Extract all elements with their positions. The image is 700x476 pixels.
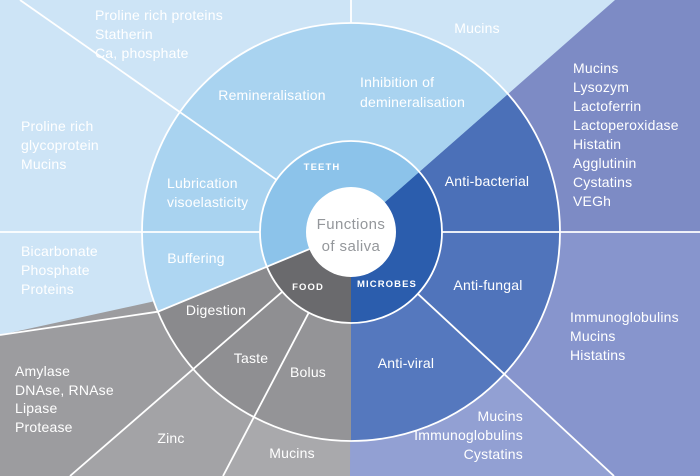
ring-segment-lubrication: [142, 112, 277, 232]
ring-segment-remineralisation-inhibition: [179, 23, 509, 180]
sector-microbes-inner: [351, 171, 443, 324]
list-antiviral-item: Mucins: [477, 408, 523, 424]
list-antibacterial-item: Histatin: [573, 136, 621, 152]
list-enzymes-item: Amylase: [15, 363, 70, 379]
sector-label-microbes: MICROBES: [357, 279, 417, 290]
ring-segment-digestion: [157, 266, 283, 370]
list-antiviral-item: Cystatins: [464, 446, 523, 462]
list-antiviral-item: Immunoglobulins: [414, 427, 523, 443]
ring-label-antibacterial: Anti-bacterial: [445, 173, 530, 189]
ring-label-inhibition-line1: Inhibition of: [360, 74, 434, 90]
list-teeth-left-item: Mucins: [21, 156, 67, 172]
list-enzymes-item: Lipase: [15, 400, 57, 416]
list-antibacterial-item: Lactoferrin: [573, 98, 641, 114]
list-enzymes-item: DNAse, RNAse: [15, 382, 114, 398]
list-enzymes-item: Protease: [15, 419, 73, 435]
ring-label-lubrication-line1: Lubrication: [167, 175, 238, 191]
list-teeth-lower-item: Bicarbonate: [21, 243, 98, 259]
list-teeth-top-item: Proline rich proteins: [95, 7, 223, 23]
list-antifungal-item: Immunoglobulins: [570, 309, 679, 325]
divider-remineralisation-lubrication: [19, 0, 278, 181]
list-antibacterial-item: Lysozym: [573, 79, 629, 95]
list-teeth-top-item: Ca, phosphate: [95, 45, 189, 61]
ring-label-antiviral: Anti-viral: [378, 355, 434, 371]
center-title-line2: of saliva: [322, 238, 381, 255]
ring-label-buffering: Buffering: [167, 250, 225, 266]
ring-segment-taste: [193, 291, 309, 418]
ring-label-antifungal: Anti-fungal: [453, 277, 522, 293]
ring-segment-buffering: [142, 232, 267, 312]
label-food-mucins: Mucins: [269, 445, 315, 461]
center-circle: [306, 187, 396, 277]
center-title-line1: Functions: [317, 216, 386, 233]
list-antibacterial-item: Cystatins: [573, 174, 632, 190]
list-teeth-left-item: glycoprotein: [21, 137, 99, 153]
ring-label-taste: Taste: [234, 350, 268, 366]
divider-digestion-taste: [69, 291, 283, 476]
list-teeth-left-item: Proline rich: [21, 118, 93, 134]
divider-antifungal-antiviral: [417, 293, 615, 476]
ring-label-inhibition-line2: demineralisation: [360, 94, 465, 110]
divider-taste-bolus: [222, 312, 310, 476]
ring-label-lubrication-line2: visoelasticity: [167, 194, 248, 210]
list-antibacterial-item: VEGh: [573, 193, 611, 209]
sector-label-teeth: TEETH: [304, 162, 341, 173]
ring-label-digestion: Digestion: [186, 302, 246, 318]
list-antifungal-item: Histatins: [570, 347, 625, 363]
list-antibacterial-item: Agglutinin: [573, 155, 637, 171]
label-zinc: Zinc: [157, 430, 184, 446]
list-antifungal-item: Mucins: [570, 328, 616, 344]
list-teeth-lower-item: Phosphate: [21, 262, 90, 278]
ring-label-remineralisation: Remineralisation: [218, 87, 325, 103]
list-antibacterial-item: Mucins: [573, 60, 619, 76]
label-teeth-mucins: Mucins: [454, 20, 500, 36]
ring-segment-bolus: [254, 312, 351, 441]
ring-segment-antifungal: [417, 232, 560, 374]
divider-teeth-food: [0, 248, 310, 336]
list-teeth-top-item: Statherin: [95, 26, 153, 42]
ring-segment-antiviral: [351, 293, 505, 441]
sector-label-food: FOOD: [292, 282, 324, 293]
list-antibacterial-item: Lactoperoxidase: [573, 117, 679, 133]
list-teeth-lower-item: Proteins: [21, 281, 74, 297]
ring-label-bolus: Bolus: [290, 364, 326, 380]
ring-segment-antibacterial: [419, 94, 560, 232]
